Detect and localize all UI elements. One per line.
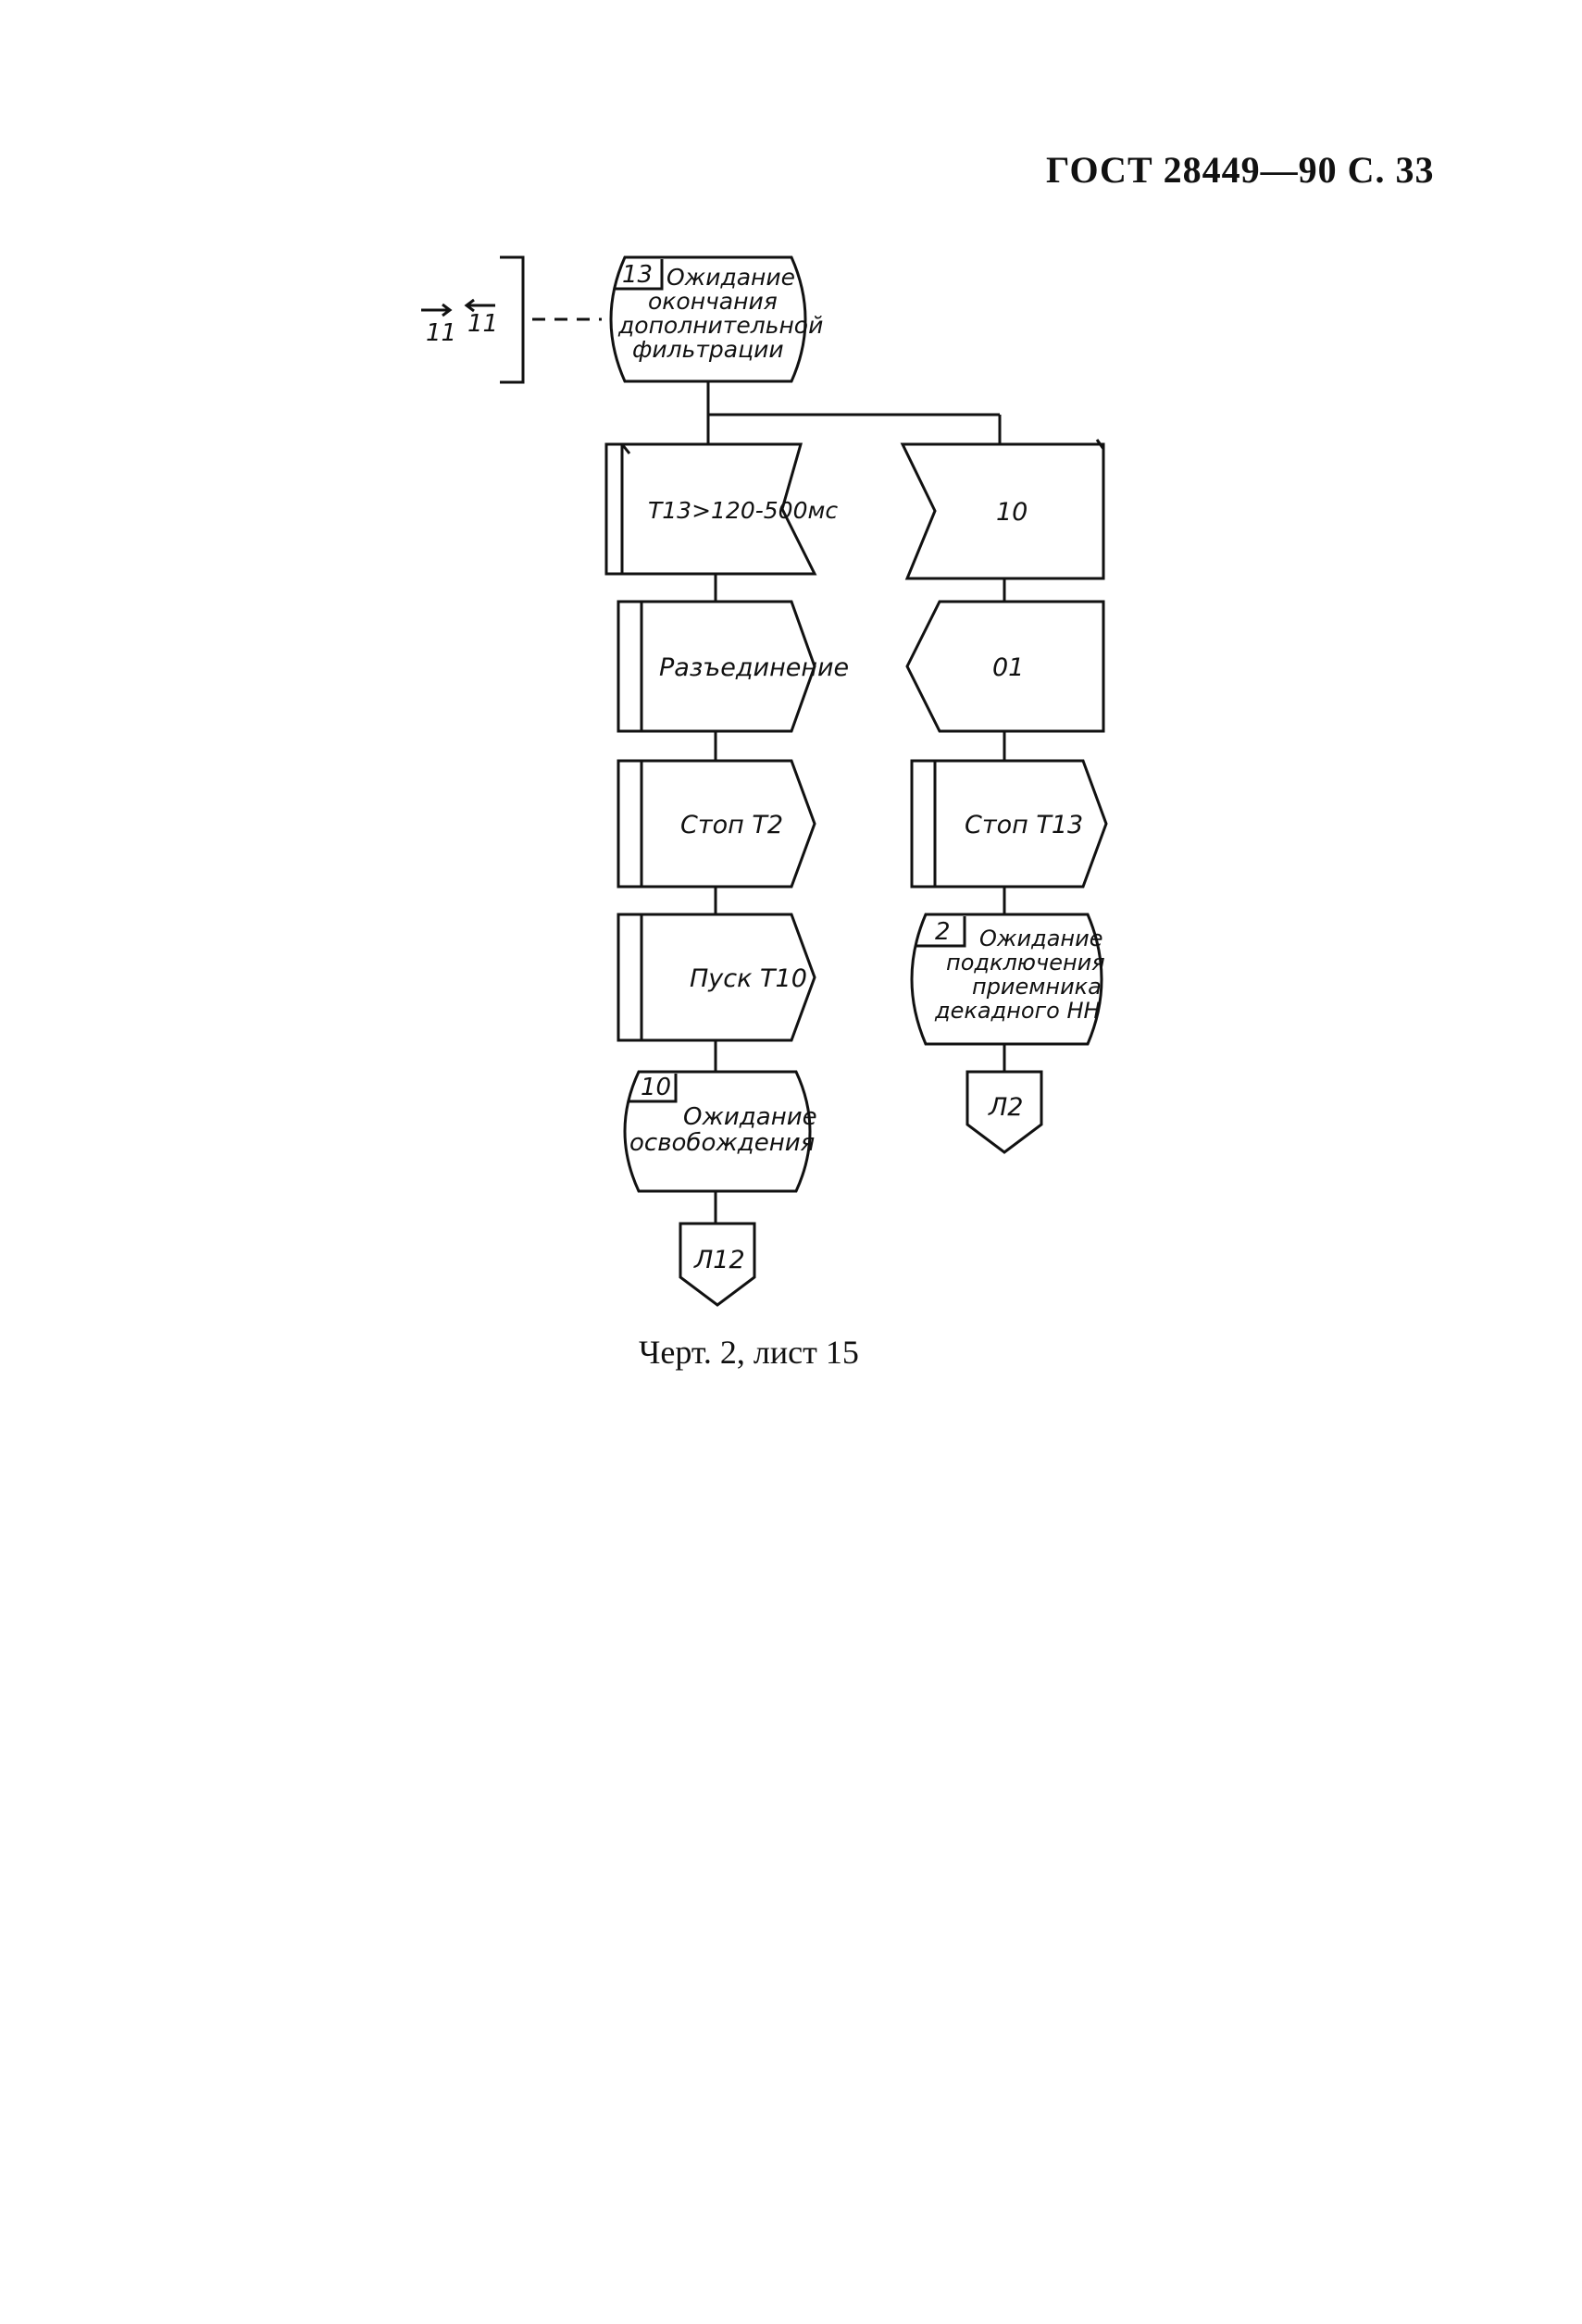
state-2-number: 2 <box>935 918 951 946</box>
state-2-line-3: приемника <box>972 974 1102 1000</box>
state-2-line-4: декадного НН <box>934 998 1101 1024</box>
state-13: 13 Ожидание окончания дополнительной фил… <box>609 255 823 383</box>
state-13-number: 13 <box>622 261 653 289</box>
connector-l2: Л2 <box>965 1070 1043 1154</box>
figure-caption: Черт. 2, лист 15 <box>639 1334 859 1371</box>
state-13-line-3: дополнительной <box>617 312 823 339</box>
task-stop-t2-label: Стоп Т2 <box>680 811 783 839</box>
output-01-label: 01 <box>992 653 1024 682</box>
task-start-t10-label: Пуск Т10 <box>690 964 807 993</box>
input-signal-t13: T13>120-500мс <box>604 442 838 576</box>
input-10-label: 10 <box>996 498 1028 527</box>
state-13-line-4: фильтрации <box>632 336 784 363</box>
task-stop-t13-label: Стоп Т13 <box>965 811 1083 839</box>
state-2-line-2: подключения <box>946 950 1105 976</box>
input-signal-10: 10 <box>900 439 1105 580</box>
connector-bracket: 11 11 <box>421 255 602 384</box>
output-01: 01 <box>905 600 1105 733</box>
state-2: 2 Ожидание подключения приемника декадно… <box>910 913 1105 1046</box>
connector-l12-label: Л12 <box>693 1246 745 1274</box>
output-disconnect: Разъединение <box>617 600 849 733</box>
state-13-line-1: Ожидание <box>666 264 795 291</box>
task-stop-t13: Стоп Т13 <box>910 759 1108 889</box>
task-stop-t2: Стоп Т2 <box>617 759 816 889</box>
state-13-line-2: окончания <box>648 288 778 315</box>
output-disconnect-label: Разъединение <box>659 653 849 682</box>
connector-in-label: 11 <box>426 319 456 347</box>
page-header: ГОСТ 28449—90 С. 33 <box>1046 149 1435 191</box>
state-10-number: 10 <box>641 1074 671 1101</box>
state-10-line-2: освобождения <box>629 1129 815 1157</box>
task-start-t10: Пуск Т10 <box>617 913 816 1042</box>
connector-out-label: 11 <box>467 310 498 338</box>
state-10-line-1: Ожидание <box>683 1103 817 1131</box>
connector-l12: Л12 <box>679 1222 756 1307</box>
input-t13-label: T13>120-500мс <box>648 497 838 524</box>
state-2-line-1: Ожидание <box>979 926 1102 951</box>
state-10: 10 Ожидание освобождения <box>623 1070 817 1193</box>
connector-l2-label: Л2 <box>988 1093 1023 1122</box>
